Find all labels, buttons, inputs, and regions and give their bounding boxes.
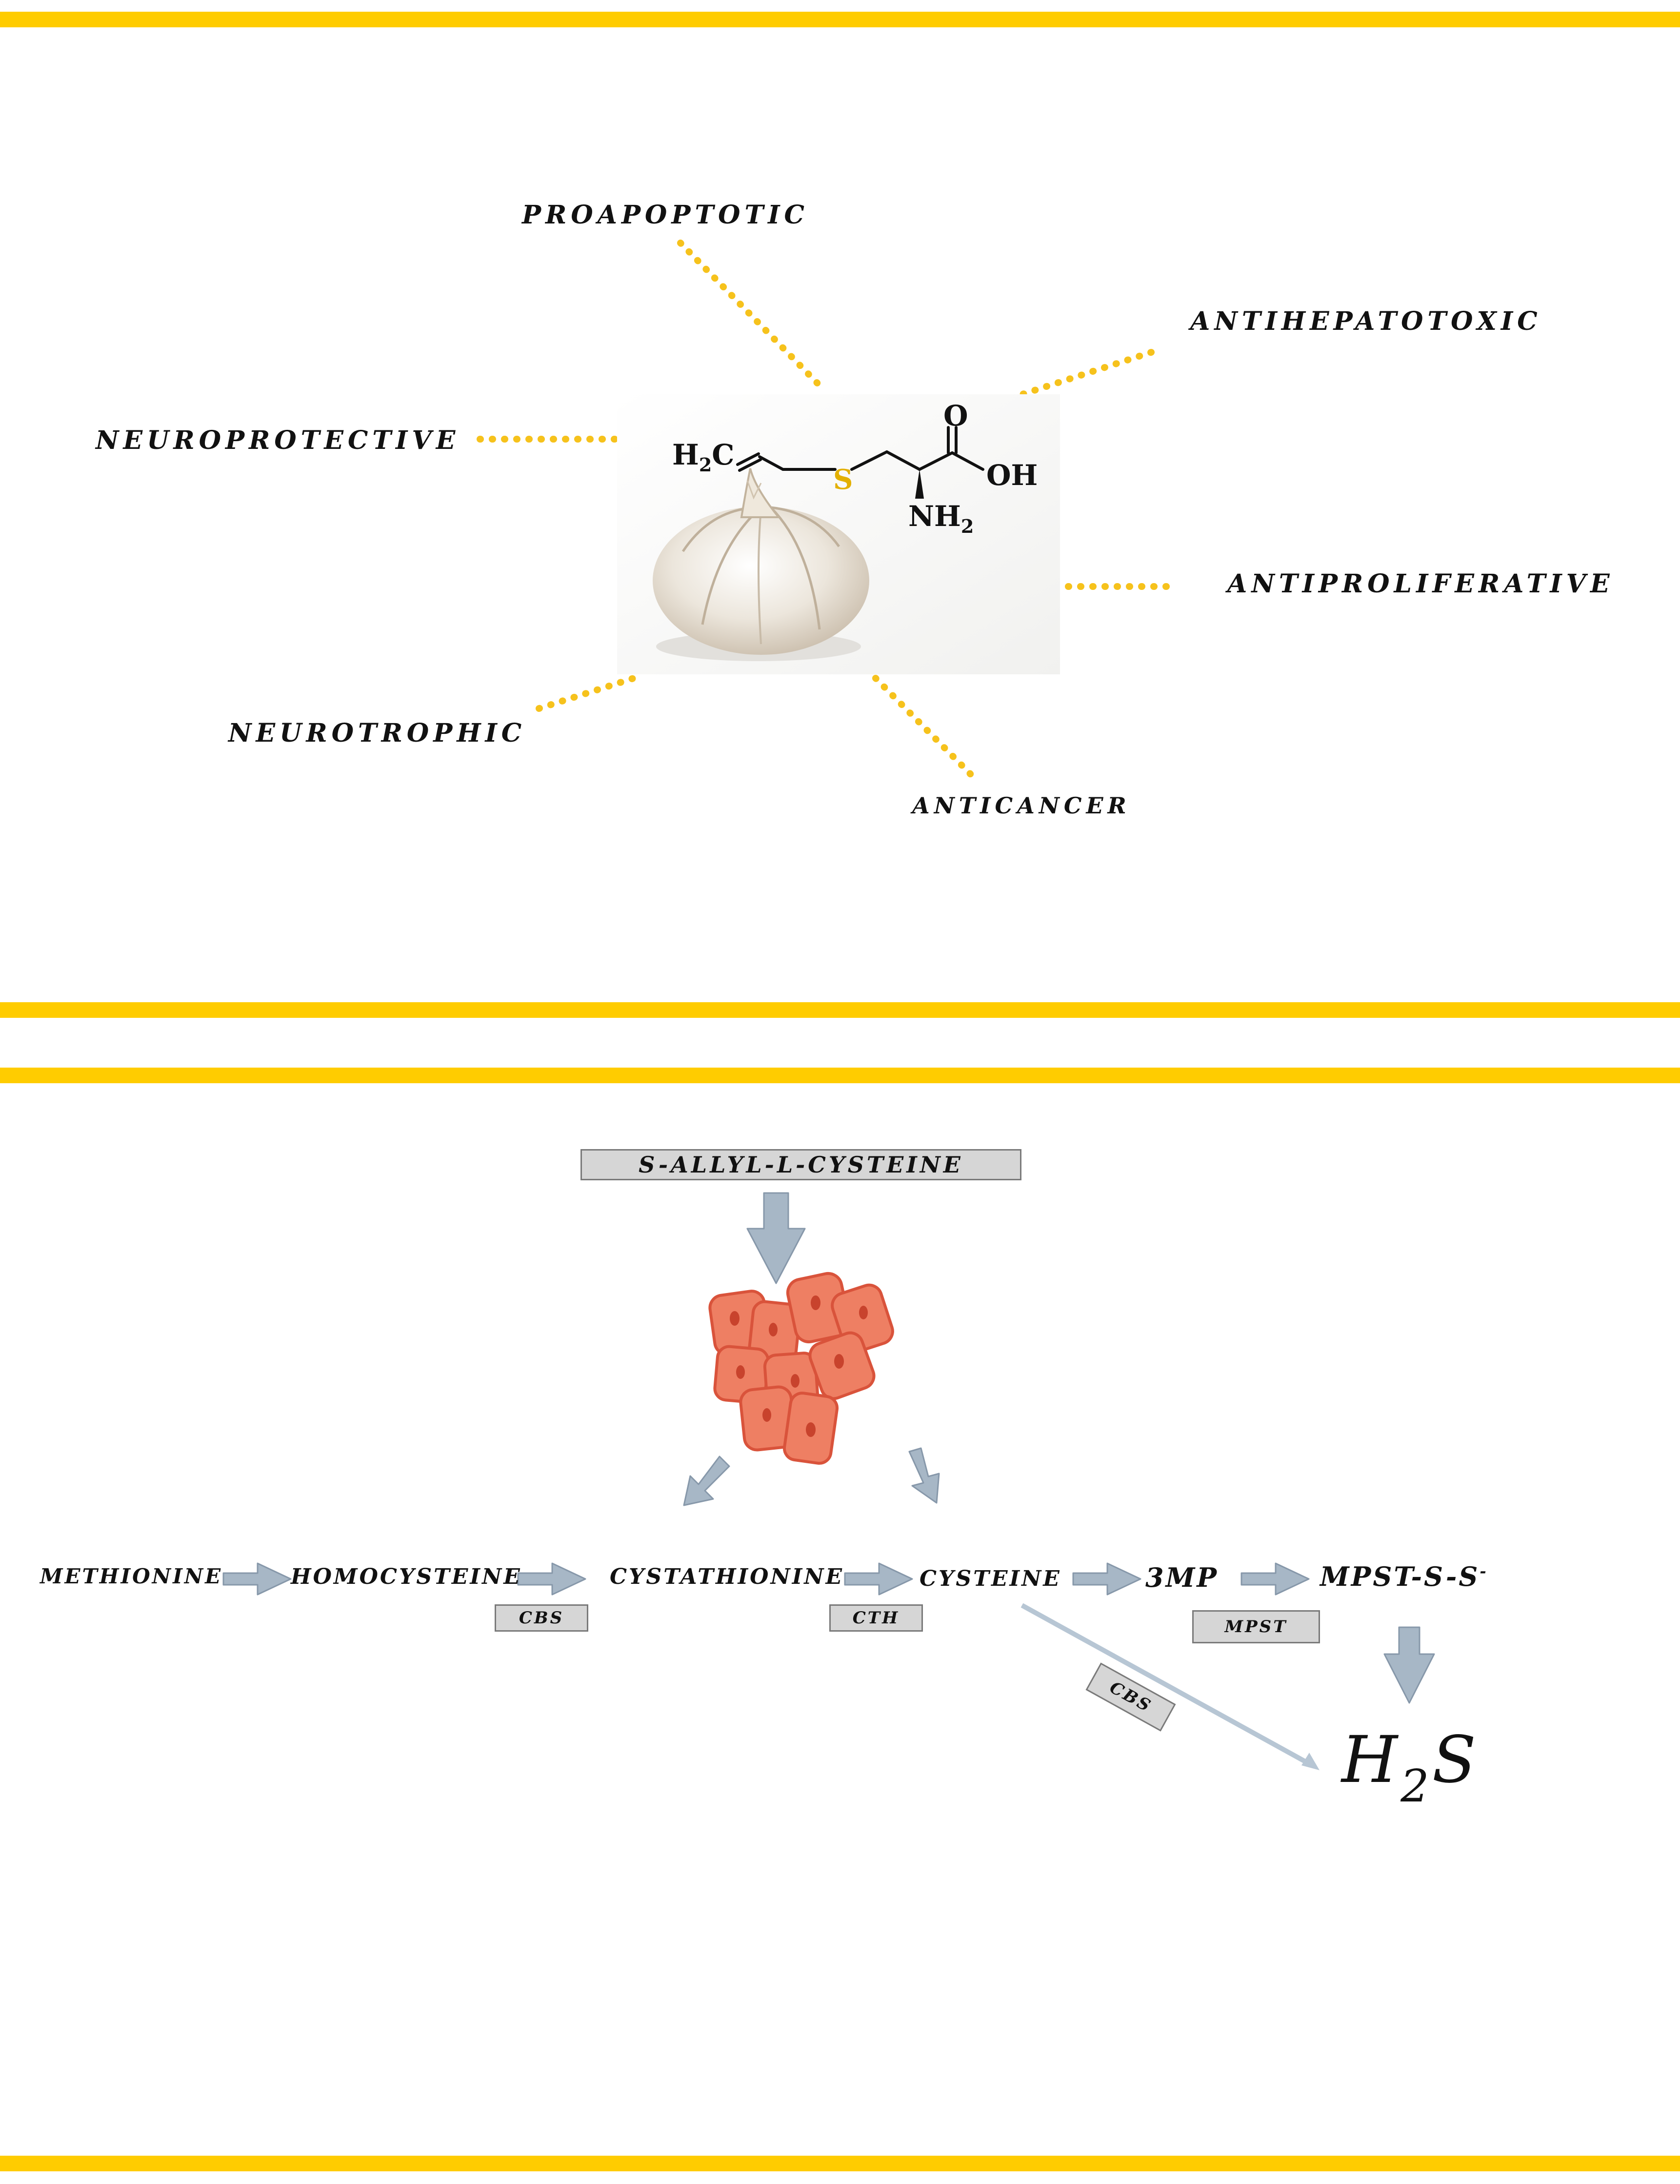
atom-oxygen: O [943,399,968,432]
arrow-cysteine-h2s-head [1301,1753,1320,1770]
enzyme-mpst-box: MPST [1192,1610,1320,1643]
label-anticancer: ANTICANCER [912,792,1131,819]
atom-oh: OH [986,459,1038,492]
arrow-cysteine-h2s [1020,1603,1314,1768]
atom-nh2: NH2 [908,500,974,537]
pathway-mpst-s-s: MPST-S-S- [1320,1563,1488,1590]
top-border-bar [0,12,1680,27]
source-compound-box: S-ALLYL-L-CYSTEINE [580,1149,1021,1180]
pathway-3mp: 3MP [1145,1562,1219,1593]
pathway-homocysteine: HOMOCYSTEINE [291,1564,522,1589]
pathway-mpst-s-s-text: MPST-S-S [1320,1561,1480,1592]
atom-h2c: H2C [672,438,735,476]
arrow-cells-left [683,1456,730,1506]
product-sub: 2 [1400,1760,1429,1812]
label-neurotrophic: NEUROTROPHIC [228,718,526,748]
pathway-cysteine: CYSTEINE [920,1566,1061,1591]
pathway-cystathionine: CYSTATHIONINE [610,1564,844,1589]
atom-c: C [712,438,735,471]
arrow-3mp-mpst [1240,1562,1310,1596]
label-antihepatotoxic: ANTIHEPATOTOXIC [1190,306,1542,336]
garlic-photo [617,394,1060,674]
ray-anticancer [872,675,976,779]
arrow-cells-right [908,1447,940,1504]
product-h: H [1341,1722,1398,1798]
arrow-methionine-homocysteine [222,1562,292,1596]
arrow-cystathionine-cysteine [844,1562,913,1596]
enzyme-cbs-box: CBS [495,1604,588,1632]
cell-nuclei [730,1295,868,1437]
product-s: S [1432,1722,1477,1798]
panel-b-top-bar [0,1068,1680,1083]
wedge-bond [915,469,924,499]
arrow-mpst-to-h2s [1383,1626,1435,1704]
arrow-cysteine-3mp [1072,1562,1141,1596]
label-proapoptotic: PROAPOPTOTIC [522,200,809,230]
label-antiproliferative: ANTIPROLIFERATIVE [1227,569,1614,599]
atom-sulfur: S [833,464,853,496]
pathway-methionine: METHIONINE [40,1564,223,1588]
label-neuroprotective: NEUROPROTECTIVE [96,425,460,455]
atom-nh-sub: 2 [960,515,974,537]
bottom-border-bar [0,2156,1680,2171]
cell-cluster [708,1272,894,1465]
ray-antihepatotoxic [1016,349,1155,399]
arrow-homocysteine-cystathionine [517,1562,586,1596]
ray-proapoptotic [677,240,828,394]
enzyme-cth-box: CTH [829,1604,923,1632]
product-h2s: H2S [1341,1722,1477,1812]
pathway-mpst-superscript: - [1480,1562,1488,1580]
atom-h: H [672,438,699,471]
ray-neurotrophic [536,674,640,712]
arrow-sac-to-cells [746,1192,806,1284]
atom-h-sub: 2 [699,454,712,476]
panel-a-bottom-bar [0,1002,1680,1018]
molecule-structure [736,426,984,472]
atom-nh: NH [908,500,961,533]
